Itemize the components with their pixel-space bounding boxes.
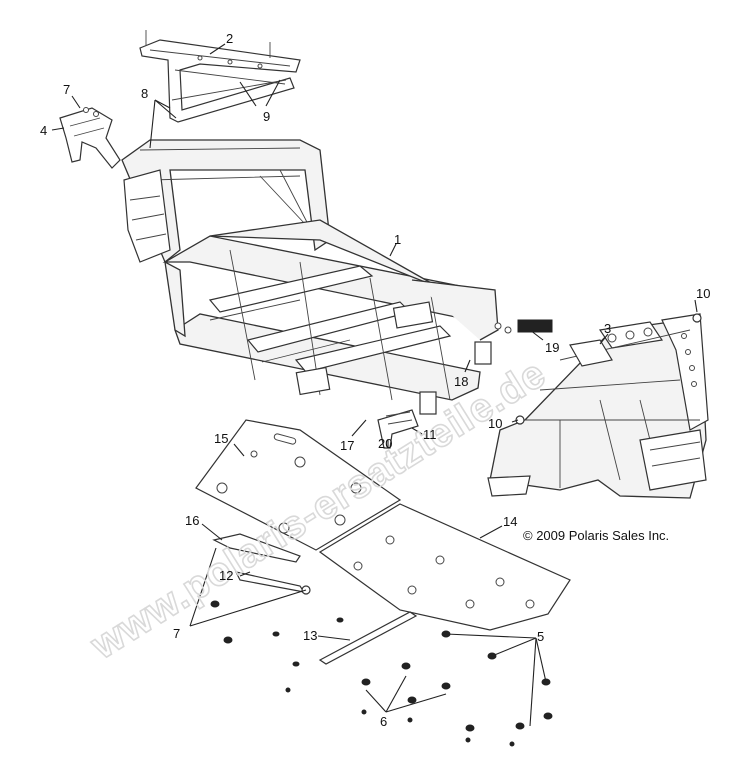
part-4-bracket (59, 107, 121, 169)
part-3-front-frame (487, 313, 709, 499)
callout-3: 3 (604, 321, 611, 336)
callout-6: 6 (380, 714, 387, 729)
callout-15: 15 (214, 431, 228, 446)
callout-1: 1 (394, 232, 401, 247)
callout-7-top: 7 (63, 82, 70, 97)
part-19-bolts (494, 319, 553, 334)
callout-19: 19 (545, 340, 559, 355)
callout-8: 8 (141, 86, 148, 101)
callout-labels: 2 9 8 7 4 1 3 10 10 19 18 17 11 20 15 16… (40, 31, 710, 729)
callout-12: 12 (219, 568, 233, 583)
callout-7-bottom: 7 (173, 626, 180, 641)
callout-11: 11 (423, 427, 437, 442)
callout-20: 20 (378, 436, 392, 451)
copyright-text: © 2009 Polaris Sales Inc. (523, 528, 669, 543)
callout-2: 2 (226, 31, 233, 46)
part-11-20-bracket (377, 409, 419, 449)
part-15-floor-panel (195, 419, 402, 551)
part-1-main-frame (121, 139, 499, 415)
callout-9: 9 (263, 109, 270, 124)
callout-4: 4 (40, 123, 47, 138)
callout-14: 14 (503, 514, 517, 529)
callout-5: 5 (537, 629, 544, 644)
leader-lines (51, 43, 698, 727)
callout-13: 13 (303, 628, 317, 643)
part-13-strip (318, 611, 418, 665)
callout-17: 17 (340, 438, 354, 453)
callout-10-left: 10 (488, 416, 502, 431)
callout-18: 18 (454, 374, 468, 389)
part-16-12-plate-rod (212, 533, 311, 595)
part-2-cab-crossbar (139, 30, 301, 123)
part-14-floor-panel (318, 503, 571, 631)
callout-16: 16 (185, 513, 199, 528)
callout-10-right: 10 (696, 286, 710, 301)
